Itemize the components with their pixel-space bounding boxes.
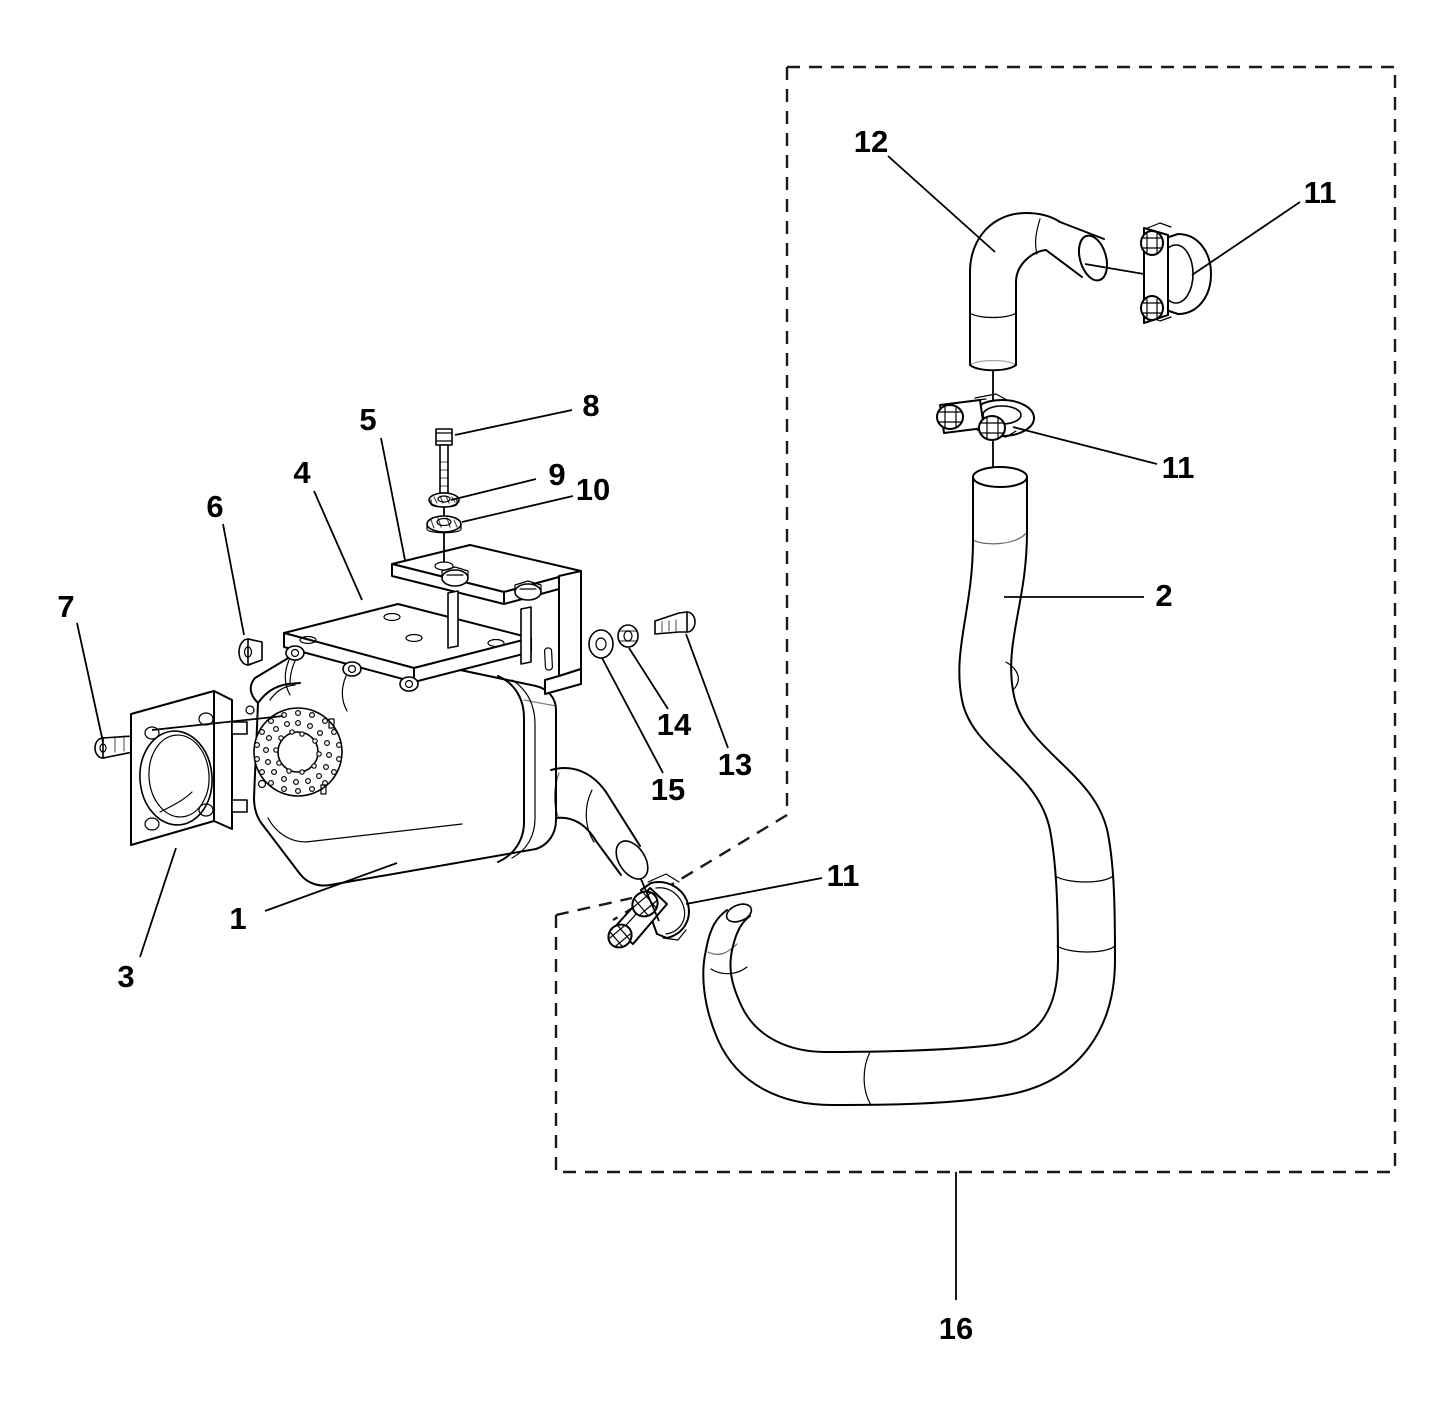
callout-10: 10 — [576, 472, 610, 507]
bracket-nut-b — [514, 580, 542, 601]
leader-9 — [450, 478, 537, 501]
callout-6: 6 — [206, 489, 223, 524]
callout-11-middle: 11 — [1162, 450, 1195, 485]
callout-16: 16 — [939, 1311, 973, 1346]
callout-11-lower: 11 — [827, 858, 860, 893]
leader-11b — [1012, 426, 1158, 465]
plate-stud-b — [342, 661, 362, 677]
flange-nut — [426, 515, 462, 534]
leader-12 — [887, 155, 996, 253]
clamp-bolt-a — [936, 404, 964, 430]
leader-13 — [685, 633, 729, 749]
callout-12: 12 — [854, 124, 888, 159]
leader-11c — [685, 877, 823, 905]
clamp-bolt-lower — [1140, 295, 1164, 321]
leader-4 — [313, 490, 363, 601]
leader-11a — [1191, 201, 1301, 276]
callout-15: 15 — [651, 772, 685, 807]
callout-8: 8 — [582, 388, 599, 423]
leader-lines — [76, 155, 1301, 1300]
leader-10 — [461, 495, 574, 523]
leader-1 — [264, 862, 398, 912]
mounting-plate — [283, 603, 532, 712]
leader-5 — [380, 437, 406, 561]
leader-15 — [601, 657, 664, 774]
exhaust-clamp-middle — [936, 393, 1035, 441]
callout-3: 3 — [117, 959, 134, 994]
clamp-bolt-d — [607, 923, 633, 949]
muffler-silencer-body — [245, 641, 649, 887]
plate-stud-c — [399, 676, 419, 692]
exhaust-clamp-lower — [607, 855, 690, 949]
upper-bracket — [391, 544, 582, 695]
callout-7: 7 — [57, 589, 74, 624]
exhaust-pipe-main — [702, 466, 1116, 1106]
inlet-flange-plate — [130, 690, 284, 846]
clamp-bolt-b — [978, 415, 1006, 441]
leader-3 — [139, 847, 177, 958]
bracket-nut-a — [441, 566, 469, 587]
callout-14: 14 — [657, 707, 692, 742]
clamp-bolt-c — [631, 890, 659, 918]
callout-11-upper: 11 — [1304, 175, 1337, 210]
exhaust-clamp-upper — [1084, 222, 1212, 324]
leader-14 — [628, 647, 669, 710]
callout-9: 9 — [548, 457, 565, 492]
callout-13: 13 — [718, 747, 752, 782]
hex-bolt-side — [654, 611, 696, 635]
callout-2: 2 — [1155, 578, 1172, 613]
leader-8 — [454, 409, 573, 436]
lock-washer — [428, 492, 460, 508]
lock-washer-side — [617, 624, 639, 648]
callout-numbers: 1 2 3 4 5 6 7 8 9 10 11 11 11 12 13 14 1… — [57, 124, 1336, 1346]
plate-stud-a — [285, 645, 305, 661]
leader-7 — [76, 622, 104, 743]
spacer-bushing — [238, 638, 263, 666]
leader-6 — [222, 523, 245, 636]
heat-shield-vent — [253, 707, 343, 797]
clamp-bolt-upper — [1140, 230, 1164, 256]
callout-1: 1 — [229, 901, 246, 936]
flat-washer-side — [588, 629, 614, 659]
callout-5: 5 — [359, 402, 376, 437]
group-boundary-lower — [554, 896, 1395, 1174]
callout-4: 4 — [293, 455, 311, 490]
